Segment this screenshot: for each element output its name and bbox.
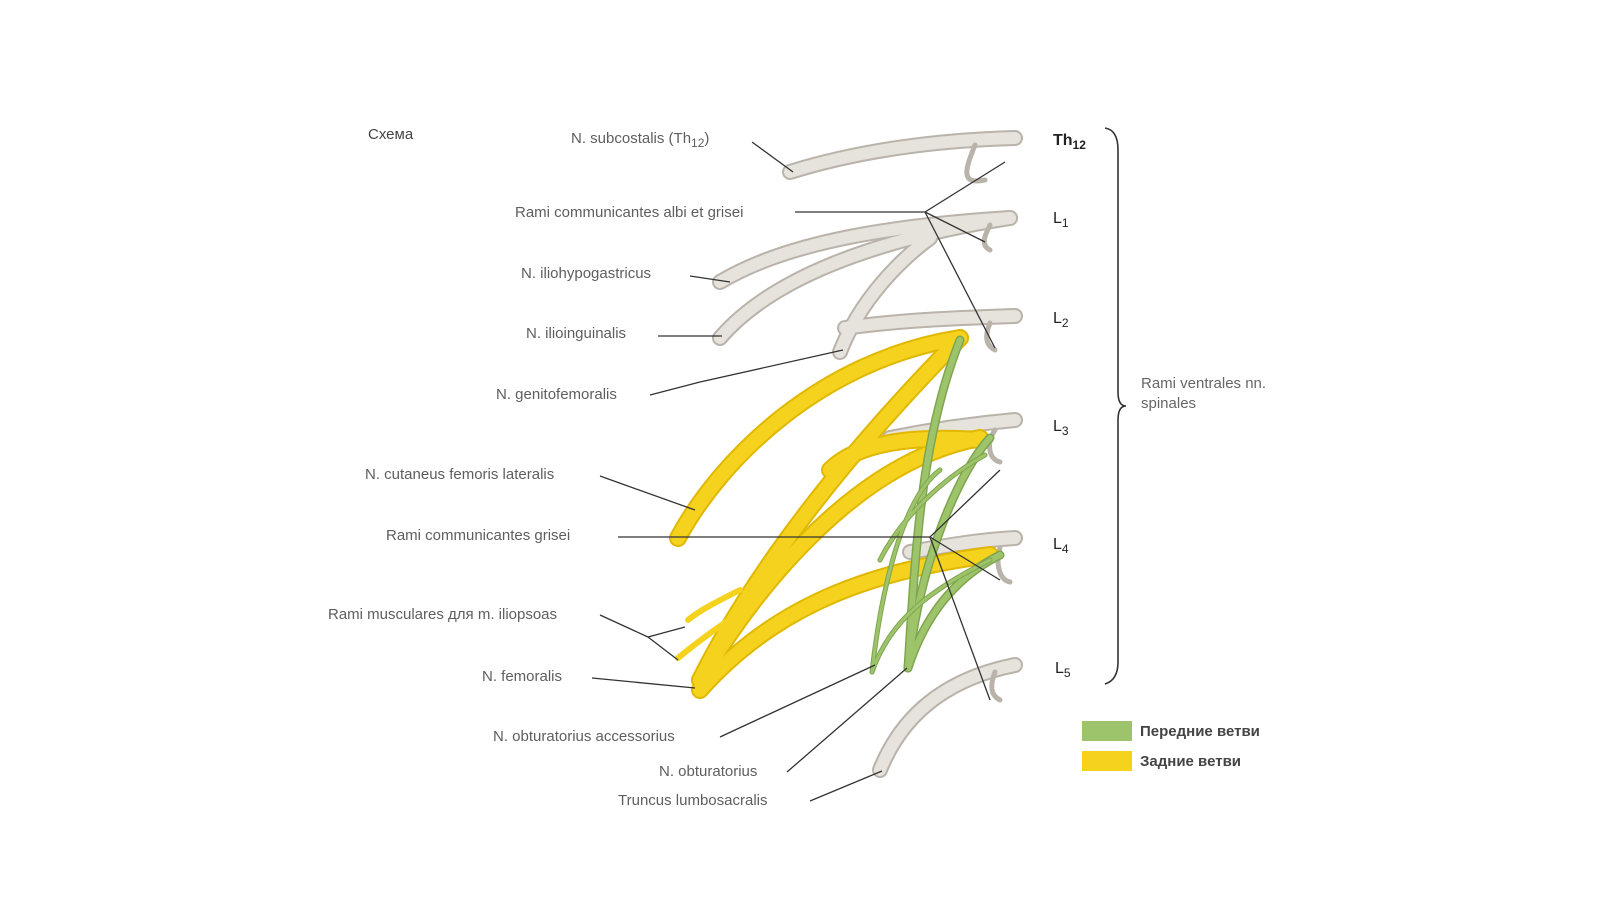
level-th12: Th12 bbox=[1053, 132, 1086, 152]
legend: Передние ветви Задние ветви bbox=[1082, 716, 1260, 776]
legend-item-posterior: Задние ветви bbox=[1082, 746, 1260, 776]
legend-label-posterior: Задние ветви bbox=[1140, 752, 1242, 770]
green-nerves bbox=[869, 335, 1005, 675]
label-obturatorius-accessorius: N. obturatorius accessorius bbox=[493, 728, 675, 745]
legend-item-anterior: Передние ветви bbox=[1082, 716, 1260, 746]
label-subcostalis: N. subcostalis (Th12) bbox=[571, 130, 710, 150]
label-ilioinguinalis: N. ilioinguinalis bbox=[526, 325, 627, 342]
levels-bracket bbox=[1104, 127, 1127, 685]
bracket-label: Rami ventrales nn. spinales bbox=[1141, 375, 1267, 412]
level-l2: L2 bbox=[1053, 310, 1069, 330]
label-rami-communicantes-albi: Rami communicantes albi et grisei bbox=[515, 204, 744, 221]
level-l4: L4 bbox=[1053, 536, 1069, 556]
label-genitofemoralis: N. genitofemoralis bbox=[496, 386, 617, 403]
label-rami-musculares: Rami musculares для m. iliopsoas bbox=[328, 606, 558, 623]
leader-lines bbox=[591, 141, 1006, 802]
diagram-title: Схема bbox=[368, 126, 414, 143]
level-l5: L5 bbox=[1055, 660, 1071, 680]
label-femoralis: N. femoralis bbox=[482, 668, 563, 685]
level-l1: L1 bbox=[1053, 210, 1069, 230]
label-iliohypogastricus: N. iliohypogastricus bbox=[521, 265, 652, 282]
legend-label-anterior: Передние ветви bbox=[1140, 722, 1260, 740]
label-cutaneus-femoris-lateralis: N. cutaneus femoris lateralis bbox=[365, 466, 555, 483]
legend-swatch-anterior bbox=[1082, 721, 1132, 741]
label-rami-communicantes-grisei: Rami communicantes grisei bbox=[386, 527, 571, 544]
legend-swatch-posterior bbox=[1082, 751, 1132, 771]
label-obturatorius: N. obturatorius bbox=[659, 763, 758, 780]
level-l3: L3 bbox=[1053, 418, 1069, 438]
label-truncus-lumbosacralis: Truncus lumbosacralis bbox=[618, 792, 768, 809]
